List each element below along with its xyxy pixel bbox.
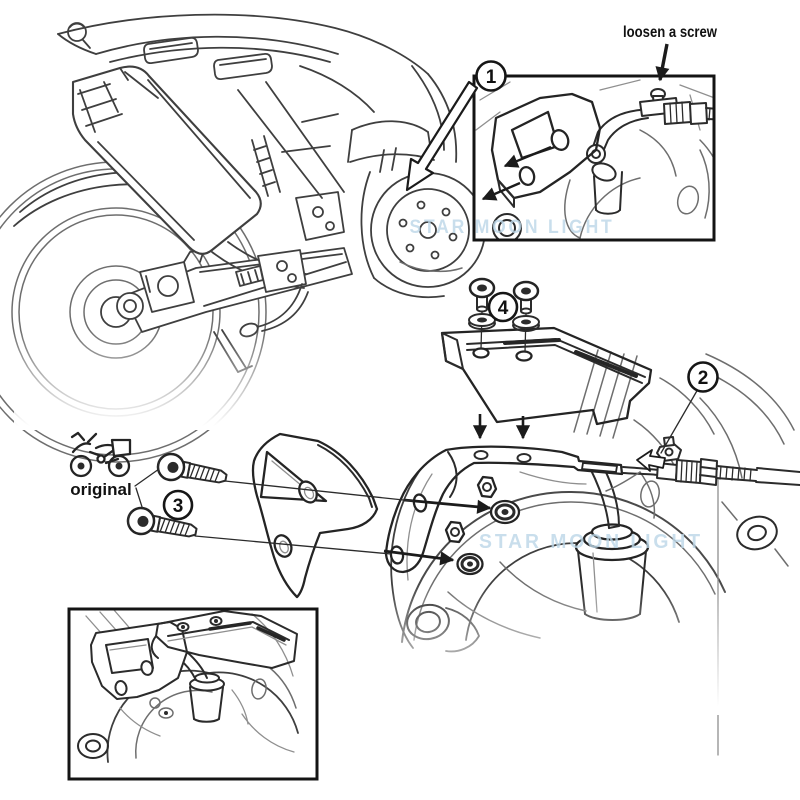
original-motorcycle-icon	[69, 431, 132, 478]
tail-bodywork	[57, 13, 429, 113]
watermark-1: STAR MOON LIGHT	[410, 217, 615, 238]
svg-text:4: 4	[498, 298, 509, 319]
cover-plate-part	[440, 326, 653, 426]
svg-text:1: 1	[486, 67, 497, 88]
bolt-leader-lines	[134, 468, 414, 555]
loosen-screw-arrow	[655, 43, 670, 82]
inset-2-cover-plate	[150, 610, 298, 669]
callout-4: 4	[487, 291, 519, 323]
socket-bolt-2	[126, 506, 198, 538]
callout-1: 1	[475, 60, 507, 92]
engine-sprocket-cover	[347, 120, 486, 299]
inset-pointer-arrow	[405, 80, 479, 192]
callout-3: 3	[162, 489, 194, 521]
clutch-cable-adjuster	[605, 436, 800, 492]
callout-2: 2	[636, 361, 719, 472]
loosen-screw-label: loosen a screw	[623, 24, 717, 41]
motorcycle-fadeout	[14, 330, 484, 430]
inset-1-contents	[475, 79, 714, 240]
original-heel-guard	[251, 432, 379, 599]
small-pointer-arrow	[636, 449, 666, 472]
watermark-2: STAR MOON LIGHT	[479, 531, 703, 553]
subframe	[237, 65, 458, 241]
bracket-slot	[580, 462, 619, 473]
screw-drop-arrows	[472, 414, 531, 440]
svg-text:2: 2	[698, 368, 709, 389]
swingarm	[116, 247, 353, 333]
assembled-inset-box	[67, 607, 319, 781]
socket-bolt-1	[156, 452, 228, 484]
engine-mount-bosses	[444, 475, 521, 576]
screw-2	[512, 280, 540, 353]
detail-inset-box: 1 loosen a screw	[405, 24, 717, 242]
svg-text:3: 3	[173, 496, 184, 517]
original-label: original	[70, 480, 131, 499]
exhaust-muffler	[71, 65, 307, 289]
engine-boss-right	[721, 501, 789, 567]
bracket-to-boss-arrows	[383, 498, 492, 566]
loosen-screw-annotation: loosen a screw	[623, 24, 717, 82]
inset-1-border	[472, 74, 716, 242]
clutch-lever-arm	[589, 465, 620, 529]
inset-2-border	[67, 607, 319, 781]
inset-2-contents	[77, 609, 299, 763]
engine-fadeout	[325, 585, 800, 715]
